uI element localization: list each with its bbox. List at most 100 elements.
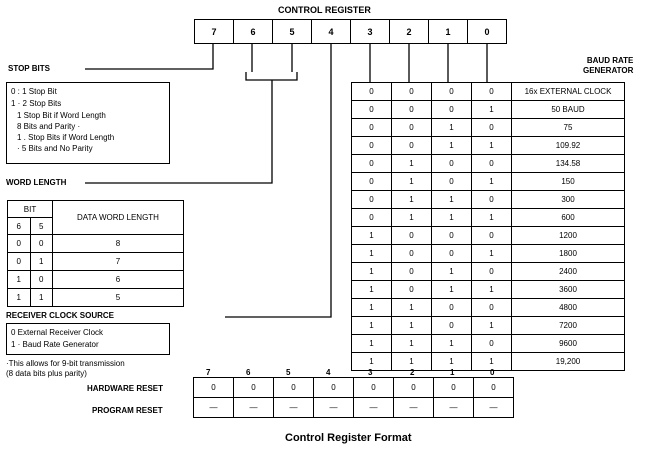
cell: 1 <box>351 316 392 335</box>
cell: 1 <box>471 316 512 335</box>
cell: 0 <box>391 118 432 137</box>
hardware-reset-row: 0 0 0 0 0 0 0 0 <box>193 377 514 398</box>
cell: 0 <box>473 377 514 398</box>
hardware-reset-label: HARDWARE RESET <box>87 384 164 393</box>
reset-bit-label: 6 <box>246 368 251 377</box>
cell: 0 <box>391 226 432 245</box>
cell: 5 <box>52 288 184 307</box>
cell: 0 <box>431 100 472 119</box>
reset-bit-label: 7 <box>206 368 211 377</box>
cell: 1 <box>471 172 512 191</box>
reset-bit-label: 2 <box>410 368 415 377</box>
cell: — <box>313 397 354 418</box>
cell: 0 <box>391 82 432 101</box>
baud-rate-value: 50 BAUD <box>511 100 625 119</box>
cell: 0 <box>273 377 314 398</box>
cell: 1 <box>471 136 512 155</box>
cell: 0 <box>7 252 31 271</box>
reset-table: 0 0 0 0 0 0 0 0 — — — — — — — — <box>193 377 514 418</box>
cell: 0 <box>351 190 392 209</box>
cell: 1 <box>431 208 472 227</box>
cell: 0 <box>471 226 512 245</box>
cell: 1 <box>351 298 392 317</box>
baud-rate-value: 150 <box>511 172 625 191</box>
cell: 0 <box>431 154 472 173</box>
cell: 1 <box>391 316 432 335</box>
receiver-clock-option: 0 External Receiver Clock <box>11 328 104 337</box>
register-bit-5: 5 <box>272 19 312 44</box>
cell: 1 <box>431 136 472 155</box>
cell: 1 <box>391 298 432 317</box>
cell: 1 <box>351 334 392 353</box>
register-bit-4: 4 <box>311 19 351 44</box>
stop-bits-option: 8 Bits and Parity · <box>17 122 81 131</box>
cell: 0 <box>431 316 472 335</box>
program-reset-label: PROGRAM RESET <box>92 406 163 415</box>
cell: 0 <box>233 377 274 398</box>
cell: 1 <box>431 280 472 299</box>
cell: 8 <box>52 234 184 253</box>
stop-bits-option: · 5 Bits and No Parity <box>17 144 93 153</box>
cell: 0 <box>351 100 392 119</box>
cell: 1 <box>431 118 472 137</box>
reset-bit-label: 4 <box>326 368 331 377</box>
cell: 0 <box>351 154 392 173</box>
cell: 0 <box>313 377 354 398</box>
cell: 0 <box>391 244 432 263</box>
cell: 0 <box>351 82 392 101</box>
cell: 0 <box>471 262 512 281</box>
baud-rate-value: 7200 <box>511 316 625 335</box>
cell: — <box>353 397 394 418</box>
cell: 0 <box>351 172 392 191</box>
baud-rate-value: 1800 <box>511 244 625 263</box>
register-bit-1: 1 <box>428 19 468 44</box>
baud-rate-label: BAUD RATE GENERATOR <box>583 56 633 76</box>
baud-rate-value: 109.92 <box>511 136 625 155</box>
cell: 1 <box>391 334 432 353</box>
cell: 0 <box>471 118 512 137</box>
cell: — <box>433 397 474 418</box>
cell: 0 <box>471 82 512 101</box>
cell: 0 <box>391 262 432 281</box>
cell: 1 <box>351 226 392 245</box>
cell: 1 <box>431 262 472 281</box>
cell: 0 <box>431 226 472 245</box>
cell: 1 <box>471 280 512 299</box>
cell: 1 <box>29 252 53 271</box>
cell: 0 <box>353 377 394 398</box>
cell: 6 <box>52 270 184 289</box>
cell: 0 <box>29 270 53 289</box>
baud-rate-value: 75 <box>511 118 625 137</box>
cell: 0 <box>431 298 472 317</box>
baud-rate-value: 1200 <box>511 226 625 245</box>
baud-rate-value: 16x EXTERNAL CLOCK <box>511 82 625 101</box>
register-bit-7: 7 <box>194 19 234 44</box>
cell: 1 <box>391 190 432 209</box>
stop-bits-label: STOP BITS <box>8 64 50 73</box>
cell: 1 <box>471 208 512 227</box>
register-bit-3: 3 <box>350 19 390 44</box>
register-bit-2: 2 <box>389 19 429 44</box>
cell: 7 <box>52 252 184 271</box>
register-title: CONTROL REGISTER <box>278 5 371 15</box>
register-bit-0: 0 <box>467 19 507 44</box>
cell: 0 <box>351 208 392 227</box>
stop-bits-option: 1 . Stop Bits if Word Length <box>17 133 115 142</box>
